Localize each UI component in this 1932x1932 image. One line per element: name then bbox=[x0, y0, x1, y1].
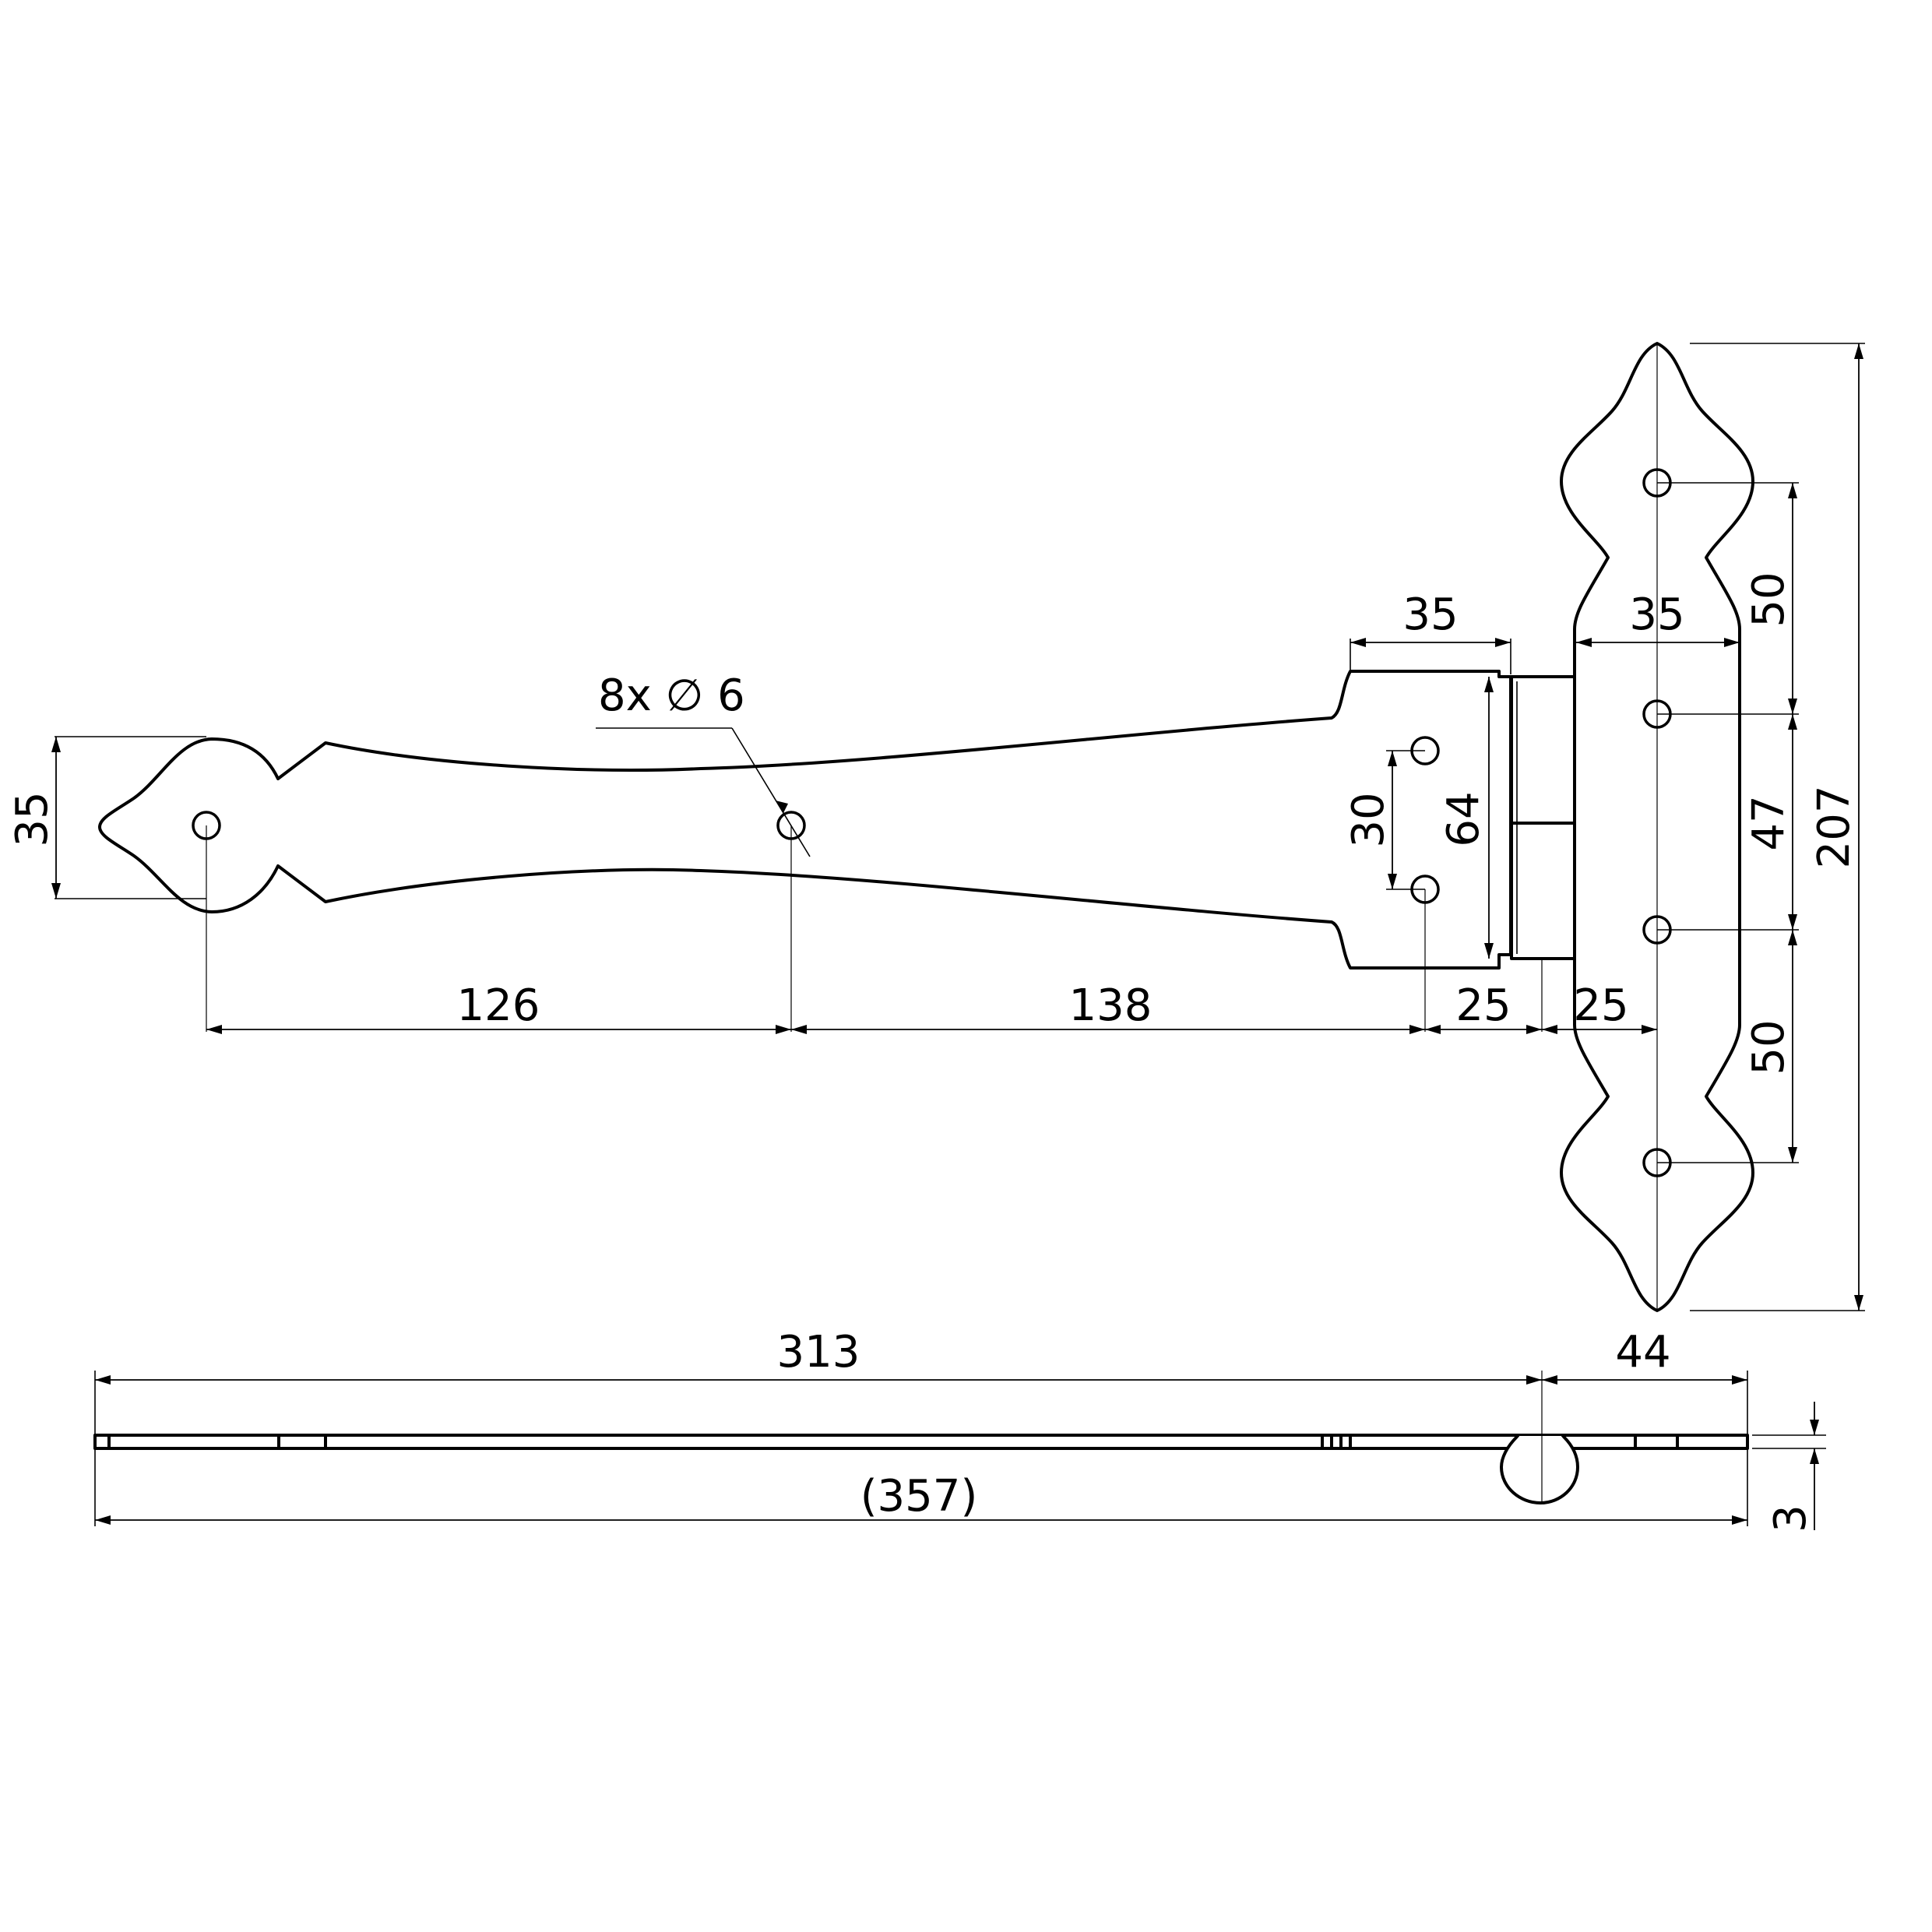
side-arrowheads bbox=[95, 1375, 1819, 1525]
side-view-knuckle bbox=[1500, 1435, 1579, 1504]
dim-text-35-left: 35 bbox=[1402, 589, 1458, 640]
dim-text-hole-callout: 8x ∅ 6 bbox=[598, 670, 745, 721]
hole-callout-leader bbox=[731, 727, 811, 857]
dim-text-thickness: 3 bbox=[1765, 1504, 1816, 1533]
side-view-bar bbox=[93, 1434, 1749, 1450]
arrowheads bbox=[51, 343, 1863, 1311]
dim-text-44: 44 bbox=[1615, 1327, 1670, 1378]
dim-text-50-bottom: 50 bbox=[1744, 1019, 1794, 1075]
knuckle-block bbox=[1510, 675, 1577, 960]
dim-text-25-left: 25 bbox=[1455, 980, 1511, 1031]
dim-text-30: 30 bbox=[1343, 792, 1394, 847]
dim-text-64: 64 bbox=[1438, 791, 1489, 846]
hole-callout-arrow bbox=[776, 801, 788, 813]
dim-text-126: 126 bbox=[457, 980, 540, 1031]
dim-text-50-top: 50 bbox=[1744, 572, 1794, 627]
dim-text-138: 138 bbox=[1069, 980, 1153, 1031]
dim-text-left-height: 35 bbox=[7, 791, 58, 846]
dim-text-313: 313 bbox=[777, 1327, 860, 1378]
dim-text-47: 47 bbox=[1744, 795, 1794, 850]
dim-text-35-right: 35 bbox=[1629, 589, 1684, 640]
dim-text-207: 207 bbox=[1809, 786, 1860, 869]
dim-text-357: (357) bbox=[860, 1471, 978, 1522]
strap-leaf-outline bbox=[98, 670, 1512, 970]
dim-text-25-right: 25 bbox=[1573, 980, 1628, 1031]
